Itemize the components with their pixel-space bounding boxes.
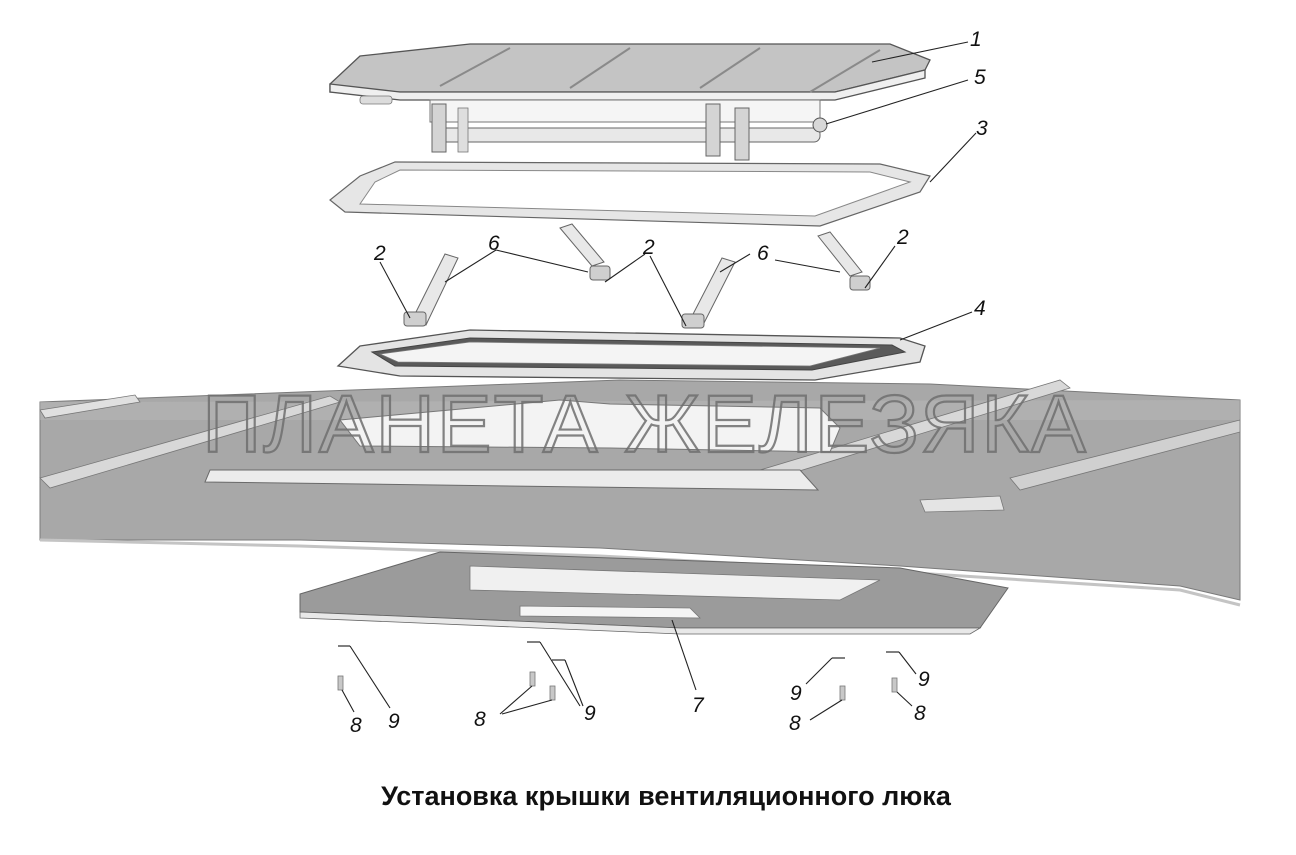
callout-9-a: 9 <box>388 710 400 733</box>
callout-9-b: 9 <box>584 702 596 725</box>
struts-parts-2-6 <box>403 223 871 329</box>
callout-8-d: 8 <box>914 702 926 725</box>
callout-4: 4 <box>974 297 986 320</box>
callout-8-b: 8 <box>474 708 486 731</box>
callout-2-left: 2 <box>373 242 386 265</box>
inner-trim-part-7 <box>299 551 1009 635</box>
inner-frame-part-4 <box>336 329 926 381</box>
leader-lines <box>341 41 977 721</box>
callout-5: 5 <box>974 66 986 89</box>
callout-6-right: 6 <box>757 242 769 265</box>
callout-9-c: 9 <box>790 682 802 705</box>
roof-panel <box>39 379 1241 607</box>
fasteners-parts-8-9 <box>337 641 899 701</box>
callout-7: 7 <box>692 694 705 717</box>
callout-8-c: 8 <box>789 712 801 735</box>
callout-3: 3 <box>976 117 988 140</box>
callout-labels: 1 5 3 2 6 2 6 2 4 7 8 9 8 9 9 8 9 8 <box>350 28 988 737</box>
diagram-caption: Установка крышки вентиляционного люка <box>381 781 952 811</box>
watermark-text: ПЛАНЕТА ЖЕЛЕЗЯКА <box>202 379 1088 470</box>
callout-9-d: 9 <box>918 668 930 691</box>
seal-frame-part-3 <box>329 161 931 227</box>
hinge-assembly-part-5 <box>429 99 828 161</box>
callout-8-a: 8 <box>350 714 362 737</box>
callout-2-center: 2 <box>642 236 655 259</box>
callout-1: 1 <box>970 28 982 51</box>
hatch-lid-part-1 <box>329 43 931 105</box>
callout-6-left: 6 <box>488 232 500 255</box>
callout-2-right: 2 <box>896 226 909 249</box>
